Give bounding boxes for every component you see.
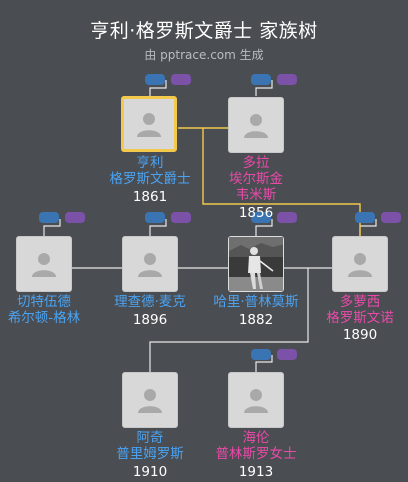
person-photo-harry[interactable] <box>228 236 284 292</box>
connector-richard-tags <box>149 219 167 236</box>
female-tag[interactable] <box>277 74 297 85</box>
person-card-dora[interactable] <box>228 97 284 153</box>
person-year-archie: 1910 <box>132 464 168 480</box>
avatar-placeholder-icon <box>138 253 162 277</box>
person-year-dora: 1856 <box>238 205 274 221</box>
person-year-harry: 1882 <box>238 312 274 328</box>
male-tag[interactable] <box>145 212 165 223</box>
connector-dora-tags <box>255 80 273 96</box>
avatar-placeholder-icon <box>32 253 56 277</box>
female-tag[interactable] <box>277 349 297 360</box>
female-tag[interactable] <box>277 212 297 223</box>
person-name-dora-line1: 多拉 <box>242 155 270 171</box>
avatar-placeholder-icon <box>348 253 372 277</box>
connector-henry-tags <box>149 80 167 96</box>
female-tag[interactable] <box>171 74 191 85</box>
person-name-dora-line3: 韦米斯 <box>235 187 277 203</box>
person-name-chetwode-line1: 切特伍德 <box>17 294 71 310</box>
person-name-henry-line2: 格罗斯文爵士 <box>109 171 191 187</box>
person-card-archie[interactable] <box>122 372 178 428</box>
female-tag[interactable] <box>65 212 85 223</box>
male-tag[interactable] <box>39 212 59 223</box>
person-name-dorothy-line2: 格罗斯文诺 <box>326 310 394 326</box>
golfer-photo-icon <box>229 237 283 291</box>
connector-chetwode-tags <box>43 219 61 236</box>
person-name-chetwode-line2: 希尔顿-格林 <box>7 310 81 326</box>
person-card-henry[interactable] <box>121 96 177 152</box>
person-name-richard: 理查德·麦克 <box>114 294 186 310</box>
avatar-placeholder-icon <box>244 389 268 413</box>
female-tag[interactable] <box>171 212 191 223</box>
person-card-richard[interactable] <box>122 236 178 292</box>
connector-helen-tags <box>255 355 273 372</box>
female-tag[interactable] <box>381 212 401 223</box>
person-name-henry-line1: 亨利 <box>136 155 164 171</box>
connector-harry-tags <box>255 219 273 236</box>
person-name-harry: 哈里·普林莫斯 <box>213 294 299 310</box>
male-tag[interactable] <box>145 74 165 85</box>
person-card-dorothy[interactable] <box>332 236 388 292</box>
person-card-helen[interactable] <box>228 372 284 428</box>
child-line-archie <box>149 268 309 372</box>
person-name-archie-line1: 阿奇 <box>136 430 164 446</box>
avatar-placeholder-icon <box>137 113 161 137</box>
avatar-placeholder-icon <box>244 114 268 138</box>
person-card-chetwode[interactable] <box>16 236 72 292</box>
male-tag[interactable] <box>251 74 271 85</box>
person-name-dora-line2: 埃尔斯金 <box>229 171 283 187</box>
page-subtitle: 由 pptrace.com 生成 <box>144 48 264 62</box>
person-name-helen-line1: 海伦 <box>242 430 270 446</box>
person-year-richard: 1896 <box>132 312 168 328</box>
person-year-helen: 1913 <box>238 464 274 480</box>
person-name-archie-line2: 普里姆罗斯 <box>116 446 184 462</box>
page-title: 亨利·格罗斯文爵士 家族树 <box>90 20 318 42</box>
person-name-dorothy-line1: 多萝西 <box>339 294 381 310</box>
male-tag[interactable] <box>251 349 271 360</box>
person-year-henry: 1861 <box>132 189 168 205</box>
avatar-placeholder-icon <box>138 389 162 413</box>
person-year-dorothy: 1890 <box>342 327 378 343</box>
male-tag[interactable] <box>251 212 271 223</box>
male-tag[interactable] <box>355 212 375 223</box>
person-name-helen-line2: 普林斯罗女士 <box>215 446 297 462</box>
